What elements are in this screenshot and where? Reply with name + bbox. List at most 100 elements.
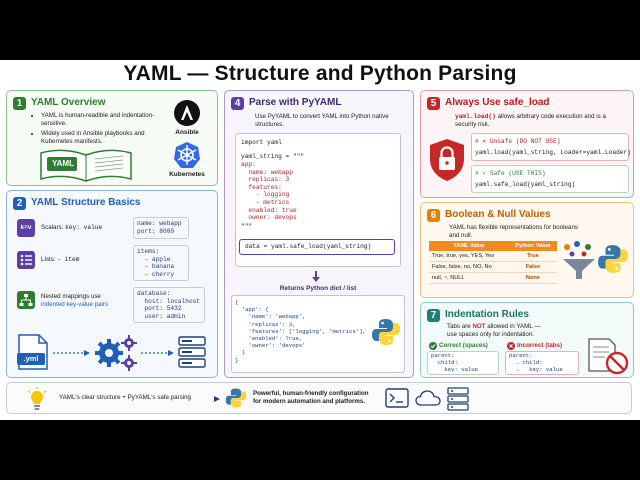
kubernetes-logo-icon <box>174 142 200 168</box>
database-icon <box>178 336 206 368</box>
scalars-text: Scalars: <box>41 224 64 231</box>
indent-desc-c: allowed in YAML — <box>485 323 541 330</box>
panel-number: 6 <box>427 209 440 222</box>
python-logo-icon <box>598 245 628 273</box>
scalars-label: Scalars: key: value <box>41 224 102 232</box>
panel-title: Boolean & Null Values <box>445 209 551 220</box>
ansible-logo-icon <box>174 100 200 126</box>
open-book-icon <box>40 149 132 182</box>
code-import: import yaml <box>241 139 282 146</box>
check-circle-icon <box>429 342 437 350</box>
lists-text: Lists: <box>41 256 56 263</box>
panel-yaml-overview: 1 YAML Overview YAML is human-readible a… <box>6 90 218 186</box>
table-row: null, ~, NULL None <box>429 272 557 284</box>
ansible-label: Ansible <box>175 129 199 136</box>
panel-safe-load: 5 Always Use safe_load yaml.load() allow… <box>420 90 634 198</box>
python-logo-icon <box>225 388 247 408</box>
panel-parse-pyyaml: 4 Parse with PyYAML Use PyYAML to conver… <box>224 90 414 378</box>
table-cell: null, ~, NULL <box>429 272 509 284</box>
panel-number: 2 <box>13 197 26 210</box>
safe-label: # ✓ Safe (USE THIS) <box>475 170 546 177</box>
correct-code: parent: child: key: value <box>431 352 478 373</box>
scalars-example-code: name: webapp port: 8080 <box>137 220 182 235</box>
unsafe-label: # ✕ Unsafe (DO NOT USE) <box>475 138 561 145</box>
lists-example-code: items: - apple - banana - cherry <box>137 248 175 278</box>
python-logo-icon <box>372 319 400 345</box>
kubernetes-label: Kubernetes <box>169 171 205 178</box>
lists-example <box>133 245 189 281</box>
yaml-load-code: yaml.load() <box>455 113 496 120</box>
page-title: YAML — Structure and Python Parsing <box>123 62 517 85</box>
footer-text-2a: Powerful, human-friendly configuration <box>253 390 369 397</box>
table-cell: False <box>508 261 557 273</box>
incorrect-code: parent: → child: → key: value <box>509 352 563 373</box>
table-cell: None <box>508 272 557 284</box>
cloud-icon <box>415 390 441 406</box>
server-rack-icon <box>447 387 469 411</box>
indent-desc-not: NOT <box>472 323 486 330</box>
footer-text-2b: for modern automation and platforms. <box>253 398 366 405</box>
x-circle-icon <box>507 342 515 350</box>
lists-label: Lists: - item <box>41 256 79 264</box>
nested-label: Nested mappings use indented key-value p… <box>41 293 108 309</box>
code-assign: yaml_string = """ <box>241 153 305 160</box>
key-value-icon: k=v <box>17 219 35 237</box>
scalars-example <box>133 217 189 239</box>
lightbulb-icon <box>27 387 47 410</box>
panel-title: YAML Structure Basics <box>31 197 141 208</box>
bool-null-description: YAML has flexible representations for bo… <box>449 224 578 239</box>
filter-funnel-icon <box>563 241 595 279</box>
footer-text-1: YAML's clear structure + PyYAML's safe p… <box>59 394 191 401</box>
scalars-code: key: value <box>65 224 103 231</box>
panel-boolean-null: 6 Boolean & Null Values YAML has flexibl… <box>420 202 634 298</box>
panel-title: Parse with PyYAML <box>249 97 342 108</box>
incorrect-label: Incorrect (tabs) <box>517 342 563 349</box>
bullet: Widely used in Ansible playbooks and Kub… <box>41 130 161 146</box>
overview-bullets: YAML is human-readible and indentation-s… <box>33 112 161 146</box>
terminal-icon <box>385 388 409 408</box>
bool-null-table: YAML Value Python Value True, true, yes,… <box>429 241 557 284</box>
table-row: True, true, yes, YES, Yes True <box>429 251 557 262</box>
code-close: """ <box>241 223 253 230</box>
table-header: YAML Value <box>429 241 509 251</box>
footer-text-2: Powerful, human-friendly configuration f… <box>253 390 369 406</box>
indent-desc-line1: Tabs are NOT allowed in YAML — <box>447 323 587 331</box>
safe-code-box <box>471 165 629 193</box>
panel-title: YAML Overview <box>31 97 106 108</box>
panel-indentation-rules: 7 Indentation Rules Tabs are NOT allowed… <box>420 302 634 378</box>
list-icon <box>17 251 35 269</box>
bullet: YAML is human-readible and indentation-s… <box>41 112 161 128</box>
table-row: False, false, no, NO, No False <box>429 261 557 273</box>
no-tabs-document-icon <box>588 338 629 375</box>
table-cell: True <box>508 251 557 262</box>
panel-title: Always Use safe_load <box>445 97 550 108</box>
code-yaml-string: app: name: webapp replicas: 3 features: … <box>241 161 297 222</box>
safe-load-desc-text: allows arbitrary code execution and is a… <box>455 113 606 128</box>
panel-number: 4 <box>231 97 244 110</box>
nested-text-1: Nested mappings use <box>41 293 101 300</box>
flow-arrow-icon <box>141 350 174 356</box>
correct-label: Correct (spaces) <box>439 342 488 349</box>
panel-number: 5 <box>427 97 440 110</box>
unsafe-code-box <box>471 133 629 161</box>
table-cell: True, true, yes, YES, Yes <box>429 251 509 262</box>
book-label: YAML <box>52 159 74 168</box>
down-arrow-icon <box>312 271 320 282</box>
safe-code: yaml.safe_load(yaml_string) <box>475 181 576 188</box>
panel-number: 1 <box>13 97 26 110</box>
correct-code-box <box>427 351 499 375</box>
dict-output: { 'app': { 'name': 'webapp', 'replicas':… <box>235 299 366 364</box>
incorrect-code-box <box>505 351 579 375</box>
load-line-box <box>239 239 395 255</box>
code-load: data = yaml.safe_load(yaml_string) <box>245 243 372 250</box>
yml-file-icon <box>17 334 48 370</box>
infographic: YAML — Structure and Python Parsing 1 YA… <box>0 60 640 420</box>
nested-example-code: database: host: localhost port: 5432 use… <box>137 290 201 320</box>
indentation-description: Tabs are NOT allowed in YAML — use space… <box>447 323 587 339</box>
nested-text-2: indented key-value pairs <box>41 301 109 308</box>
lock-shield-icon <box>430 139 464 181</box>
panel-number: 7 <box>427 309 440 322</box>
table-header: Python Value <box>508 241 557 251</box>
parse-description: Use PyYAML to convert YAML into Python n… <box>255 113 389 128</box>
table-cell: False, false, no, NO, No <box>429 261 509 273</box>
